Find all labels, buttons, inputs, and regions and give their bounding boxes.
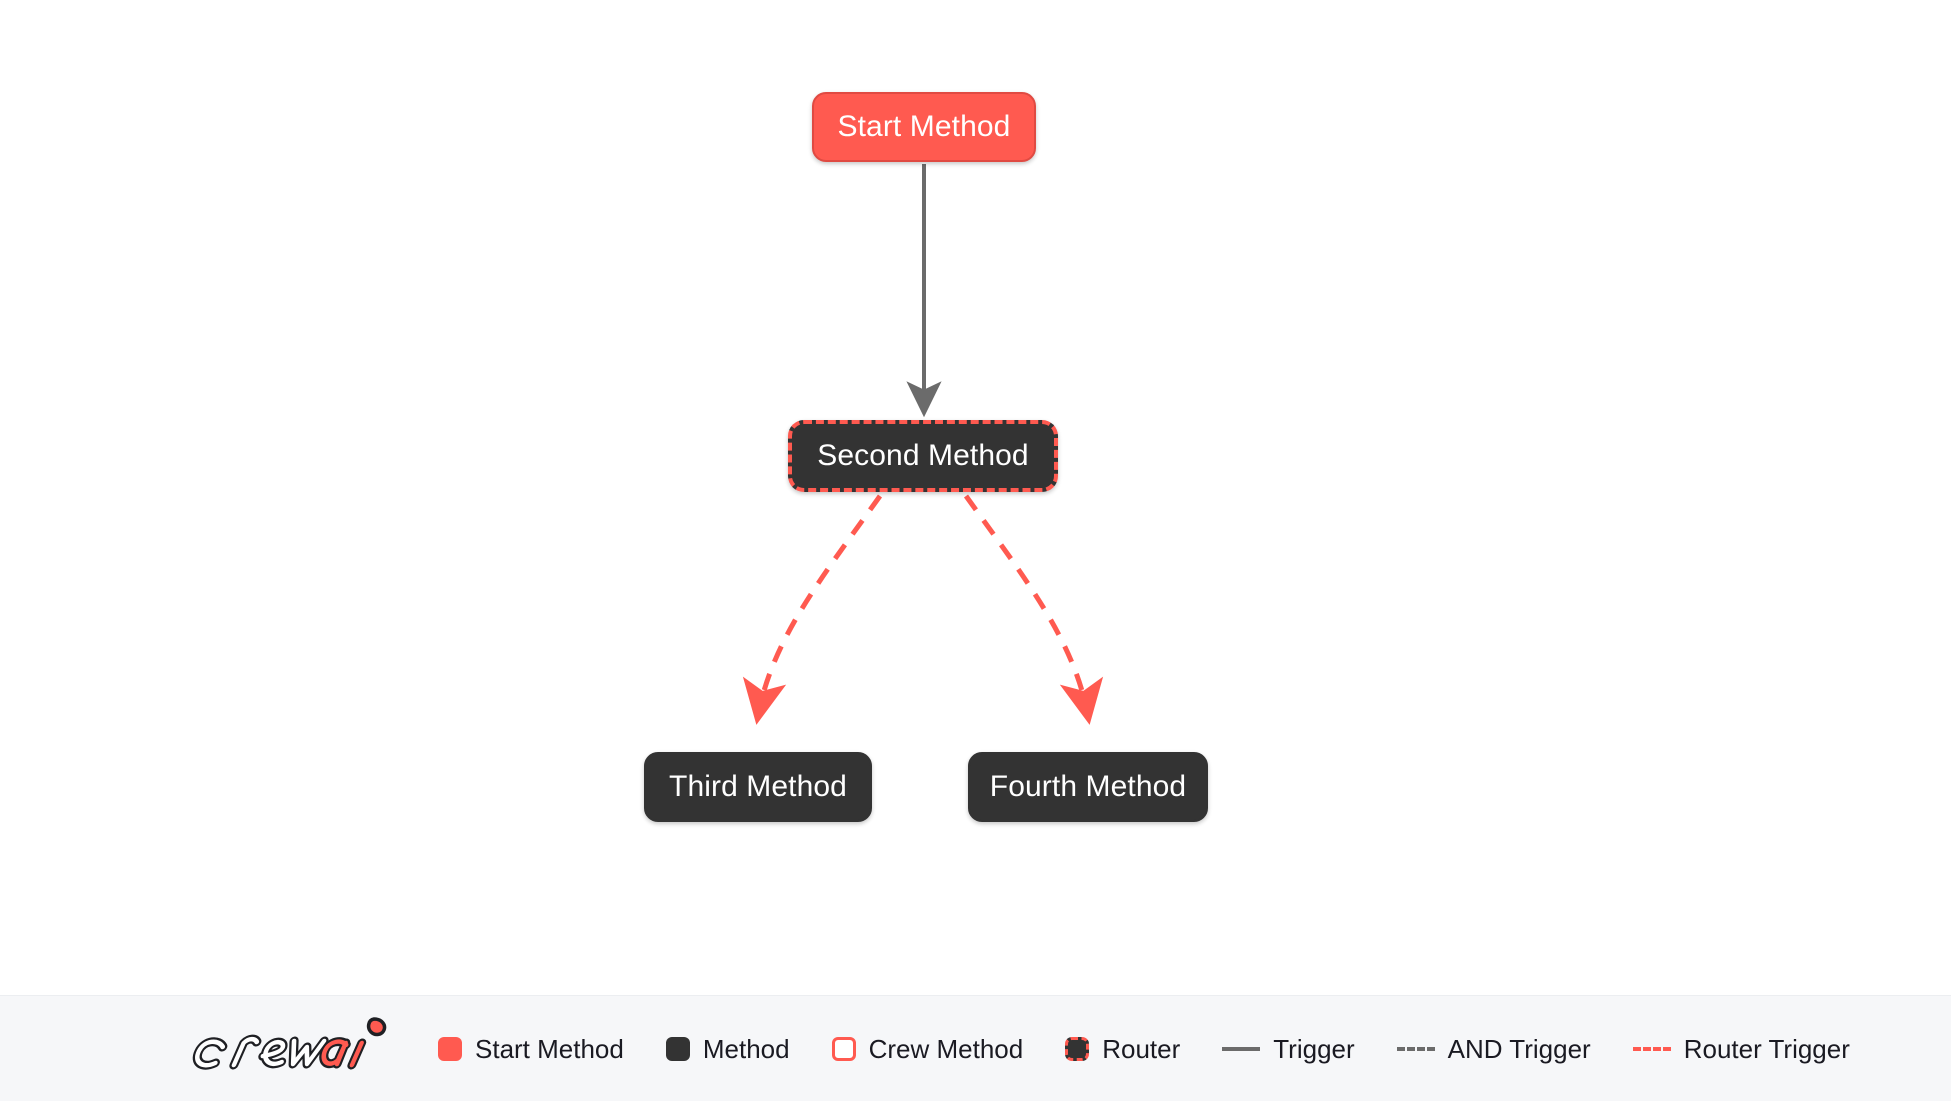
- node-label: Second Method: [817, 439, 1029, 472]
- start-method-swatch-icon: [438, 1036, 462, 1061]
- and-trigger-line-icon: [1396, 1046, 1435, 1051]
- legend-label: AND Trigger: [1447, 1033, 1591, 1064]
- legend-label: Router Trigger: [1683, 1033, 1850, 1064]
- flow-canvas[interactable]: Start Method Second Method Third Method …: [0, 0, 1951, 995]
- crewai-logo: [192, 1016, 387, 1070]
- node-second-method[interactable]: Second Method: [788, 420, 1058, 492]
- legend-label: Start Method: [475, 1033, 624, 1064]
- legend-items: Start Method Method Crew Method Router T…: [438, 1036, 1850, 1062]
- method-swatch-icon: [665, 1036, 690, 1061]
- legend-item-router-trigger: Router Trigger: [1632, 1033, 1850, 1064]
- node-start-method[interactable]: Start Method: [812, 92, 1036, 162]
- router-swatch-icon: [1065, 1036, 1090, 1061]
- legend-label: Trigger: [1273, 1033, 1355, 1064]
- legend-item-trigger: Trigger: [1222, 1033, 1355, 1064]
- legend-item-method: Method: [665, 1033, 790, 1064]
- legend-item-start-method: Start Method: [438, 1036, 624, 1062]
- router-trigger-line-icon: [1632, 1046, 1671, 1051]
- node-label: Third Method: [669, 770, 847, 803]
- node-fourth-method[interactable]: Fourth Method: [968, 752, 1208, 822]
- edge-second-to-fourth: [963, 494, 1104, 725]
- legend-label: Router: [1102, 1033, 1181, 1064]
- edge-second-to-third: [742, 494, 883, 725]
- node-label: Fourth Method: [989, 770, 1187, 803]
- legend-item-crew-method: Crew Method: [831, 1033, 1024, 1064]
- node-label: Start Method: [837, 110, 1011, 143]
- crew-method-swatch-icon: [831, 1036, 856, 1061]
- trigger-line-icon: [1222, 1046, 1261, 1051]
- node-third-method[interactable]: Third Method: [644, 752, 872, 822]
- legend-label: Crew Method: [868, 1033, 1024, 1064]
- legend-item-router: Router: [1065, 1036, 1180, 1062]
- legend-item-and-trigger: AND Trigger: [1396, 1033, 1591, 1064]
- legend-label: Method: [702, 1033, 790, 1064]
- legend-bar: Start Method Method Crew Method Router T…: [0, 995, 1951, 1101]
- logo-dot: [366, 1016, 387, 1036]
